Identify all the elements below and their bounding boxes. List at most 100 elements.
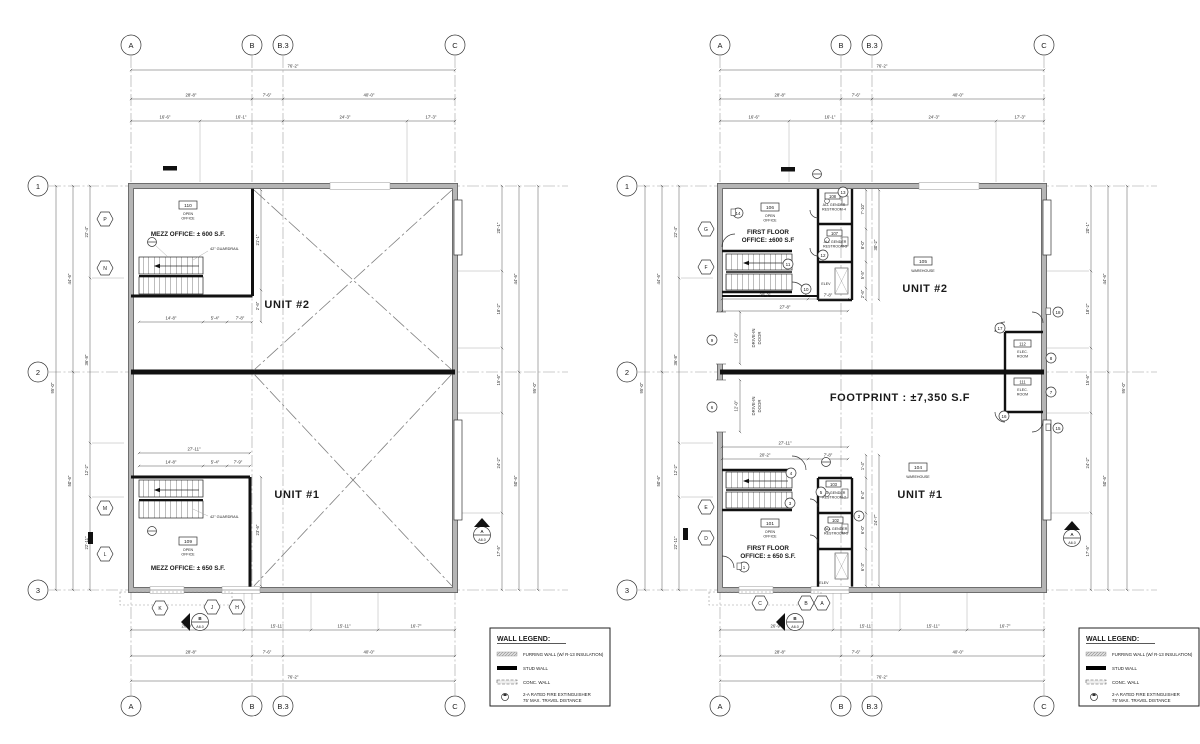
dim-label: 14'-8" [166,316,177,321]
dim-label: 23'-6" [255,524,260,535]
grid-bubbles-top: A B B.3 C [120,34,466,56]
stair-flight [725,273,793,291]
hex-label: A [820,601,824,607]
room-type: OFFICE [763,535,777,539]
legend-item: FURRING WALL (W/ R-13 INSULATION) [523,652,604,657]
stud-wall-swatch [497,666,517,670]
dim-label: 16'-7" [411,624,422,629]
room-type: OFFICE [763,219,777,223]
hex-label: E [704,505,708,511]
dim-label: 27'-11" [778,441,791,446]
dim-label: 27'-8" [780,305,791,310]
keynote: 15 [1055,426,1061,431]
dim-label: 50'-6" [67,475,72,486]
keynote: 9 [711,338,714,343]
dim-label: 76'-2" [288,64,299,69]
dim-label: 50'-6" [513,475,518,486]
door-swing [721,555,735,569]
unit-label: UNIT #2 [264,299,309,311]
drive-in-label: DOOR [757,332,762,345]
room-number: 101 [766,521,774,527]
room-label: RESTROOM-4 [822,208,846,212]
keynote: 18 [1055,310,1061,315]
room-tag-box [827,516,844,524]
conc-wall-swatch [496,679,518,685]
keynote: 2 [858,514,861,519]
first-floor-office-106: 106 OPEN OFFICE FIRST FLOOR OFFICE: ±600… [720,169,881,313]
keynote: 14 [735,211,741,216]
section-marker-right: A A6.0 [473,518,491,544]
hex-label: D [704,536,708,542]
keynote: 12 [820,253,826,258]
grid-col-label: C [452,41,458,50]
room-number: 112 [1019,342,1026,347]
room-tag-box [1013,377,1032,386]
dim-label: 16'-1" [236,115,247,120]
sink-fixture [824,526,830,532]
dim-label: 7'-6" [263,93,272,98]
room-type: OFFICE [181,553,195,557]
dim-label: 40'-0" [364,93,375,98]
keynote: 17 [997,326,1003,331]
stair-direction-arrow [743,260,749,266]
grid-col-label: B [249,702,254,711]
room-label: RESTROOM-2 [822,496,846,500]
dim-label: 15'-11" [337,624,350,629]
room-label: WAREHOUSE [911,269,935,273]
door-swing [994,411,1006,423]
room-tag-box [913,256,933,266]
dim-label: 7'-10" [860,203,865,214]
room-label: ALL GENDER [825,527,848,531]
stair-flight [138,500,204,519]
furring-wall-swatch [496,651,518,657]
room-label: ALL GENDER [823,203,846,207]
dim-label: 5'-5" [860,270,865,279]
door-swing [809,498,819,508]
dim-strings-left: 95'-0" 44'-6" 50'-6" 22'-4" 36'-8" 12'-2… [50,184,124,592]
room-tag-box [826,229,843,237]
keynote: 6 [711,405,714,410]
guardrail-note: 42" GUARDRAIL [210,247,239,251]
room-label: ALL GENDER [824,240,847,244]
building-shell [119,182,463,606]
keynote: 10 [803,287,809,292]
dim-label: 95'-0" [50,382,55,393]
grid-bubbles-bottom: A B B.3 C [120,695,466,717]
hex-keynotes: P N M L K J H [96,211,246,616]
hex-label: B [804,601,808,607]
dim-label: 24'-3" [340,115,351,120]
stair-flight [725,471,793,489]
area-label: OFFICE: ± 650 S.F. [740,553,795,560]
stair-flight [138,479,204,498]
dim-label: 22'-11" [84,536,89,549]
dim-label: 6'-0" [860,525,865,534]
dim-label: 5'-4" [211,460,220,465]
door-swing [809,247,819,257]
room-label: ROOM [1017,355,1028,359]
grid-col-label: B.3 [277,41,288,50]
keynote: 11 [786,262,791,267]
room-number: 111 [1019,380,1026,385]
room-type: OFFICE [181,217,195,221]
dim-label: 1'-4" [860,461,865,470]
room-label: WAREHOUSE [906,475,930,479]
elec-room-112: 112 ELEC. ROOM [994,321,1043,370]
door-swing [1031,420,1044,433]
room-number: 107 [831,231,839,236]
stair-direction-arrow [154,487,160,493]
section-marker-right: A A6.0 [1063,521,1081,547]
wall-mark [781,167,795,172]
dim-label: 27'-11" [187,447,200,452]
room-type: OPEN [765,214,776,218]
first-floor-frame [617,35,1157,716]
room-tag-box [1013,339,1032,348]
grid-row-label: 1 [36,182,40,191]
dim-label: 8'-0" [860,240,865,249]
room-tag-box [760,518,780,528]
hex-label: J [211,605,214,611]
dim-label: 24'-7" [873,514,878,525]
area-label: FIRST FLOOR [747,545,789,552]
grid-lines [49,56,568,696]
room-tag-box [760,202,780,212]
